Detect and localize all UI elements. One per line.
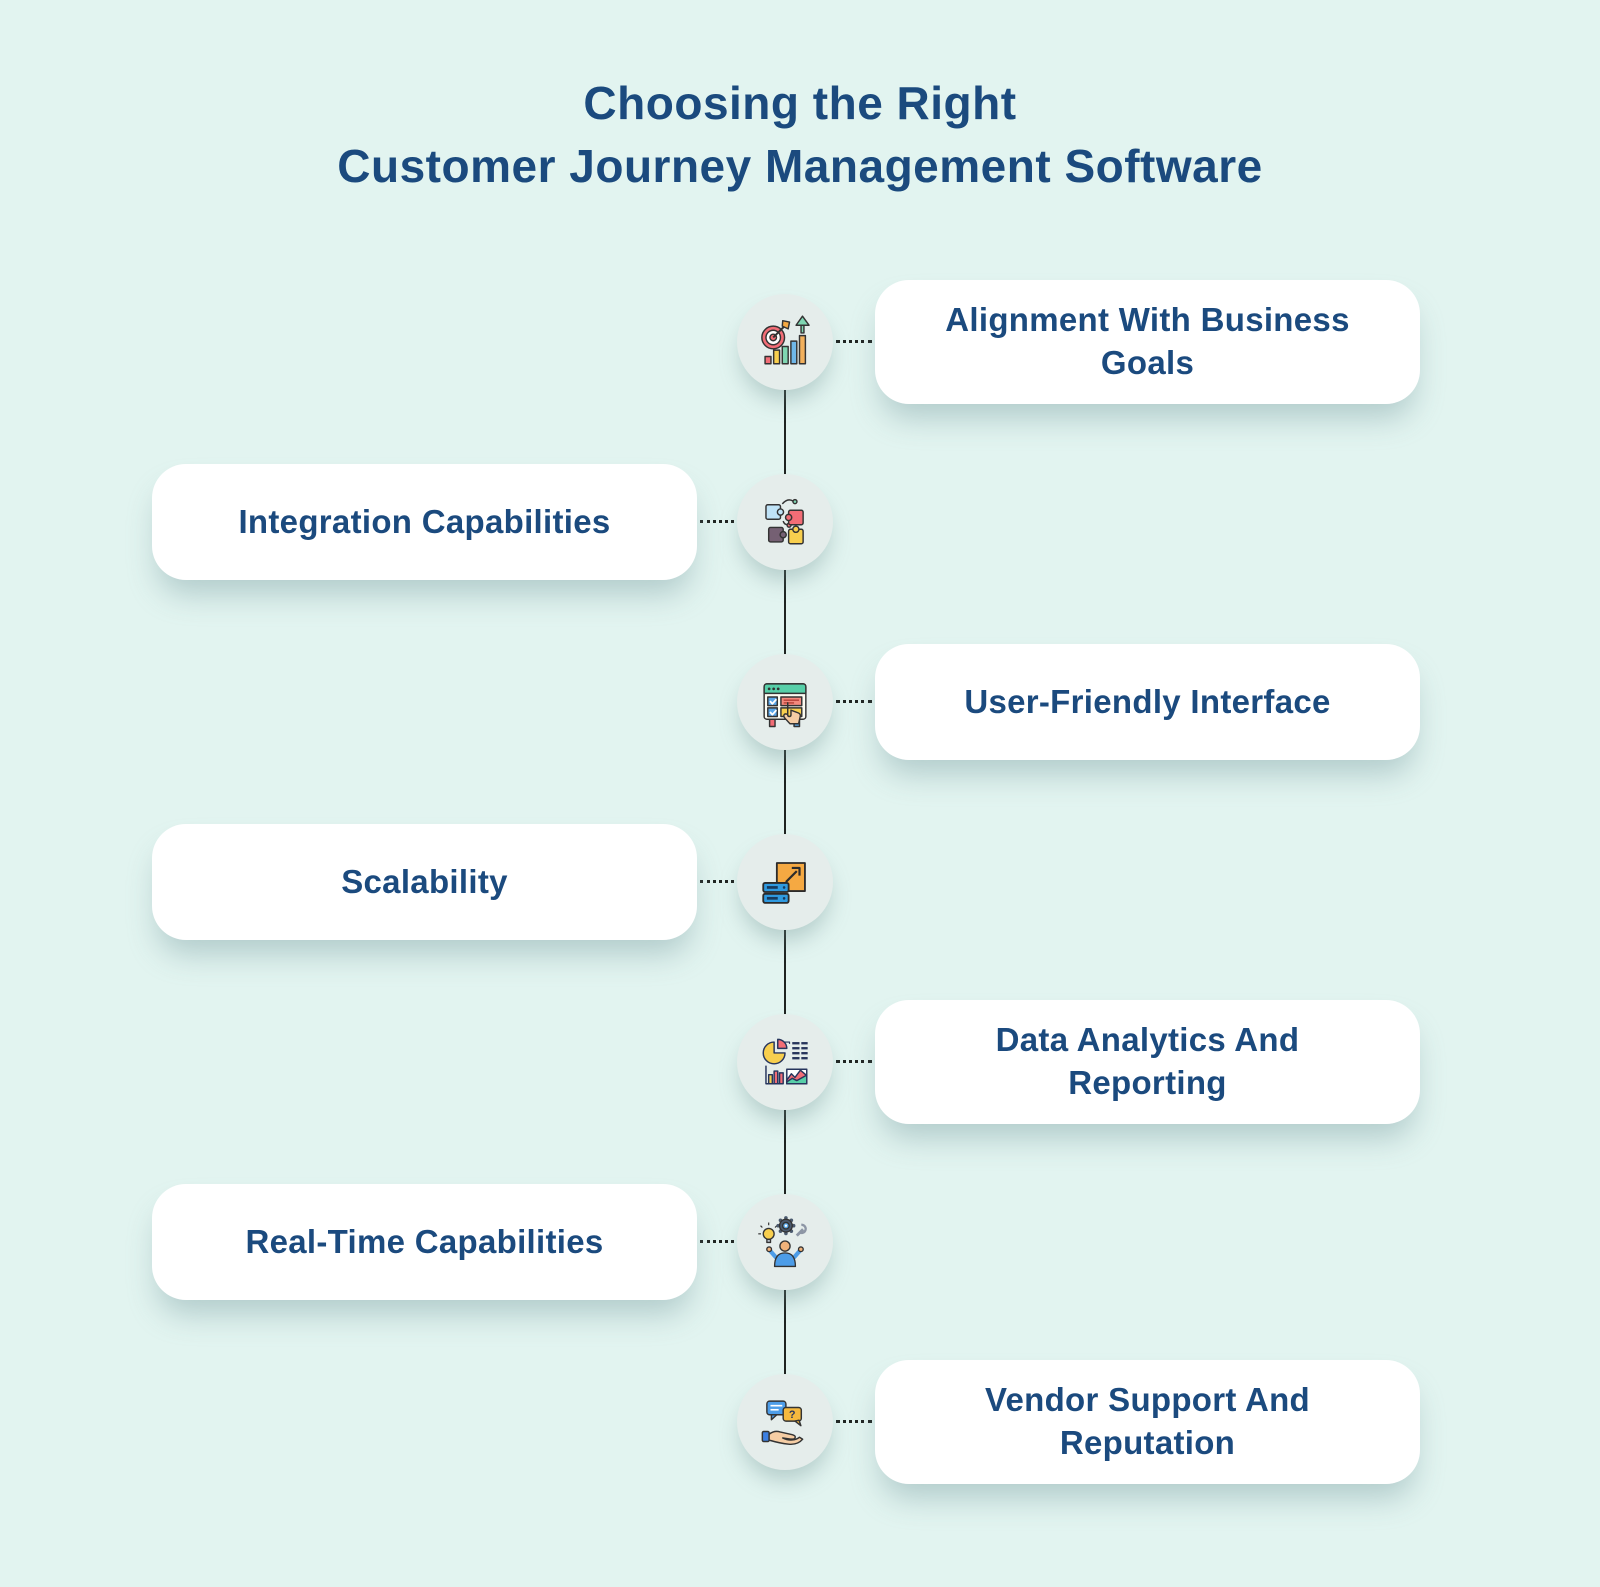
puzzle-icon bbox=[765, 498, 804, 545]
dashed-connector-3 bbox=[836, 700, 872, 703]
hand-chat-support-icon: ? bbox=[761, 1400, 804, 1446]
dashed-connector-1 bbox=[836, 340, 872, 343]
svg-text:?: ? bbox=[789, 1409, 796, 1421]
target-chart-icon bbox=[761, 315, 810, 365]
dashed-connector-7 bbox=[836, 1420, 872, 1423]
person-innovation-icon bbox=[758, 1216, 807, 1268]
card-real-time-capabilities: Real-Time Capabilities bbox=[152, 1184, 697, 1300]
card-label: Data Analytics And Reporting bbox=[995, 1021, 1300, 1101]
card-data-analytics-and-reporting: Data Analytics And Reporting bbox=[875, 1000, 1420, 1124]
card-label: Real-Time Capabilities bbox=[245, 1222, 604, 1260]
timeline-node-1 bbox=[737, 294, 833, 390]
card-label: Integration Capabilities bbox=[238, 502, 611, 540]
card-vendor-support-and-reputation: Vendor Support And Reputation bbox=[875, 1360, 1420, 1484]
dashed-connector-4 bbox=[700, 880, 734, 883]
card-alignment-with-business-goals: Alignment With Business Goals bbox=[875, 280, 1420, 404]
card-label: Vendor Support And Reputation bbox=[985, 1381, 1310, 1461]
server-expand-icon bbox=[762, 862, 806, 904]
page-title-line-1: Choosing the Right bbox=[583, 77, 1017, 129]
dashed-connector-5 bbox=[836, 1060, 872, 1063]
page-title: Choosing the Right Customer Journey Mana… bbox=[0, 72, 1600, 197]
timeline-node-4 bbox=[737, 834, 833, 930]
card-scalability: Scalability bbox=[152, 824, 697, 940]
card-label: User-Friendly Interface bbox=[964, 682, 1331, 720]
timeline-node-7: ? bbox=[737, 1374, 833, 1470]
browser-checklist-icon bbox=[763, 683, 807, 728]
card-label: Alignment With Business Goals bbox=[945, 301, 1350, 381]
analytics-charts-icon bbox=[762, 1038, 808, 1085]
timeline-node-3 bbox=[737, 654, 833, 750]
page-title-line-2: Customer Journey Management Software bbox=[337, 139, 1263, 192]
dashed-connector-6 bbox=[700, 1240, 734, 1243]
timeline-node-6 bbox=[737, 1194, 833, 1290]
dashed-connector-2 bbox=[700, 520, 734, 523]
card-integration-capabilities: Integration Capabilities bbox=[152, 464, 697, 580]
card-user-friendly-interface: User-Friendly Interface bbox=[875, 644, 1420, 760]
timeline-node-2 bbox=[737, 474, 833, 570]
timeline-node-5 bbox=[737, 1014, 833, 1110]
card-label: Scalability bbox=[341, 862, 508, 900]
